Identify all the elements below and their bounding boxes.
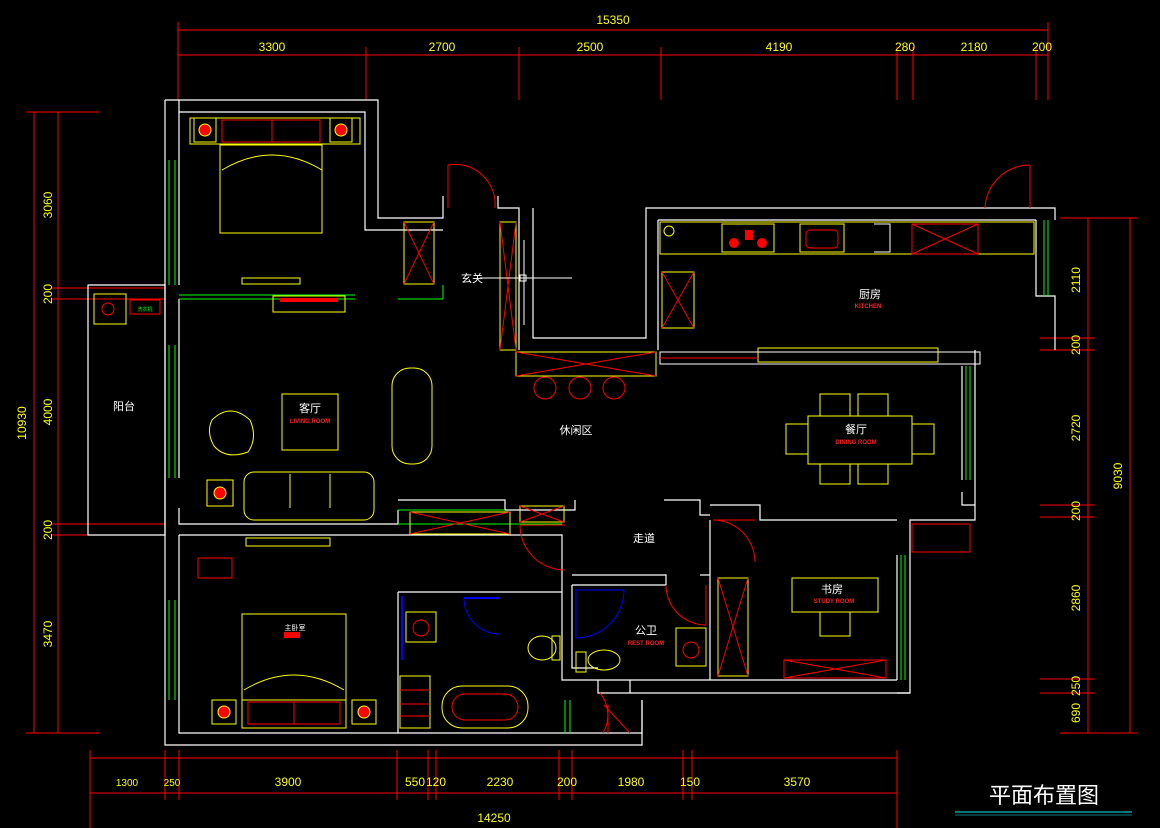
master-bedroom-furniture: 主卧室 bbox=[211, 613, 377, 729]
bottom-dim-10: 3570 bbox=[784, 775, 811, 789]
upper-bedroom-furniture bbox=[189, 117, 435, 313]
right-dim-6: 250 bbox=[1069, 676, 1083, 696]
kitchen-label: 厨房 bbox=[859, 288, 881, 301]
left-dim-2: 200 bbox=[41, 284, 55, 304]
right-total-dim: 9030 bbox=[1111, 462, 1125, 489]
restroom-en-label: REST ROOM bbox=[628, 641, 664, 647]
dining-en-label: DINING ROOM bbox=[835, 440, 876, 446]
lounge-label: 休闲区 bbox=[560, 423, 593, 437]
top-dim-1: 3300 bbox=[259, 40, 286, 54]
top-dim-6: 2180 bbox=[961, 40, 988, 54]
right-dim-5: 2860 bbox=[1069, 584, 1083, 611]
lounge-area: 休闲区 bbox=[515, 351, 657, 437]
dining-furniture: 餐厅 DINING ROOM bbox=[785, 393, 971, 553]
left-total-dim: 10930 bbox=[15, 406, 29, 440]
master-bath-fixtures bbox=[399, 596, 561, 729]
bottom-dim-4: 550 bbox=[405, 775, 425, 789]
bottom-dim-7: 200 bbox=[557, 775, 577, 789]
bottom-dim-2: 250 bbox=[164, 778, 181, 789]
entrance-area: 玄关 bbox=[461, 221, 572, 351]
right-dim-4: 200 bbox=[1069, 501, 1083, 521]
study-furniture: 书房 STUDY ROOM bbox=[717, 577, 887, 679]
bottom-dim-5: 120 bbox=[426, 775, 446, 789]
top-dim-7: 200 bbox=[1032, 40, 1052, 54]
top-dim-3: 2500 bbox=[577, 40, 604, 54]
right-dim-3: 2720 bbox=[1069, 414, 1083, 441]
windows bbox=[168, 160, 1049, 733]
kitchen-furniture: 厨房 KITCHEN bbox=[659, 221, 1035, 365]
bottom-dim-9: 150 bbox=[680, 775, 700, 789]
left-dim-5: 3470 bbox=[41, 620, 55, 647]
living-room-label: 客厅 bbox=[299, 401, 321, 415]
dimension-texts: 15350 3300 2700 2500 4190 280 2180 200 1… bbox=[15, 13, 1125, 825]
master-bedroom-label: 主卧室 bbox=[285, 623, 306, 632]
right-dim-1: 2110 bbox=[1069, 267, 1083, 293]
bottom-dim-3: 3900 bbox=[275, 775, 302, 789]
restroom-fixtures: 公卫 REST ROOM bbox=[575, 589, 707, 673]
left-dim-4: 200 bbox=[41, 520, 55, 540]
bottom-dim-6: 2230 bbox=[487, 775, 514, 789]
top-dim-4: 4190 bbox=[766, 40, 793, 54]
left-dim-3: 4000 bbox=[41, 398, 55, 425]
walls bbox=[87, 99, 1056, 746]
balcony-label: 阳台 bbox=[113, 399, 135, 413]
top-dim-2: 2700 bbox=[429, 40, 456, 54]
living-room-en-label: LIVING ROOM bbox=[290, 419, 330, 425]
bottom-dim-8: 1980 bbox=[618, 775, 645, 789]
dining-label: 餐厅 bbox=[845, 422, 867, 436]
left-dim-1: 3060 bbox=[41, 191, 55, 218]
corridor-label: 走道 bbox=[633, 531, 655, 545]
svg-text:洗衣机: 洗衣机 bbox=[137, 306, 152, 313]
top-total-dim: 15350 bbox=[596, 13, 630, 27]
restroom-label: 公卫 bbox=[635, 624, 657, 637]
right-dim-7: 690 bbox=[1069, 703, 1083, 723]
living-room-furniture: 客厅 LIVING ROOM bbox=[197, 367, 565, 579]
top-dim-5: 280 bbox=[895, 40, 915, 54]
balcony-furniture: 洗衣机 阳台 bbox=[93, 293, 161, 413]
study-label: 书房 bbox=[821, 583, 843, 596]
bottom-dim-1: 1300 bbox=[116, 778, 139, 789]
doors bbox=[447, 163, 1031, 734]
drawing-title: 平面布置图 bbox=[989, 784, 1099, 809]
study-en-label: STUDY ROOM bbox=[814, 599, 855, 605]
kitchen-en-label: KITCHEN bbox=[855, 304, 882, 310]
dimension-lines bbox=[26, 22, 1138, 828]
right-dim-2: 200 bbox=[1069, 335, 1083, 355]
bottom-total-dim: 14250 bbox=[477, 811, 511, 825]
entrance-label: 玄关 bbox=[461, 271, 483, 285]
